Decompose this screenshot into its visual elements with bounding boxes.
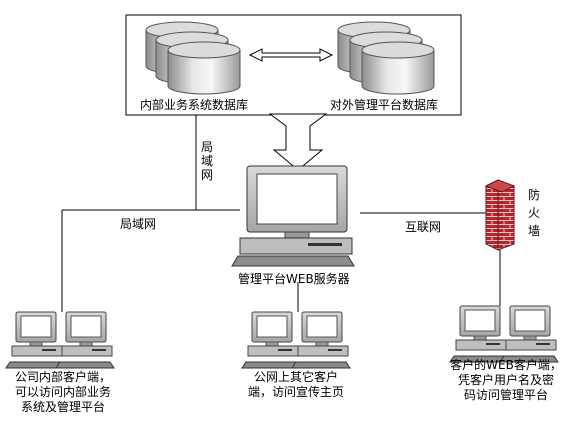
web-server-icon [231, 165, 355, 267]
down-arrow-icon [268, 113, 328, 171]
external-database-label: 对外管理平台数据库 [330, 98, 439, 112]
internal-client-pcs-icon [6, 312, 114, 368]
sync-arrow-icon [248, 48, 334, 62]
firewall-icon [484, 179, 516, 251]
internal-database-label: 内部业务系统数据库 [140, 98, 249, 112]
internal-client-label: 公司内部客户端， 可以访问内部业务 系统及管理平台 [14, 370, 111, 414]
firewall-label: 防火墙 [527, 188, 540, 238]
public-client-label: 公网上其它客户 端，访问宣传主页 [247, 370, 344, 399]
server-label: 管理平台WEB服务器 [238, 272, 350, 286]
web-client-pcs-icon [450, 306, 558, 362]
lan-horizontal-label: 局域网 [120, 217, 157, 231]
lan-vertical-label: 局域网 [200, 140, 213, 182]
web-client-label: 客户的WEB客户端， 凭客户用户名及密 码访问管理平台 [450, 358, 562, 402]
internet-label: 互联网 [405, 220, 442, 234]
network-lines [61, 115, 501, 312]
public-client-pcs-icon [242, 312, 350, 368]
